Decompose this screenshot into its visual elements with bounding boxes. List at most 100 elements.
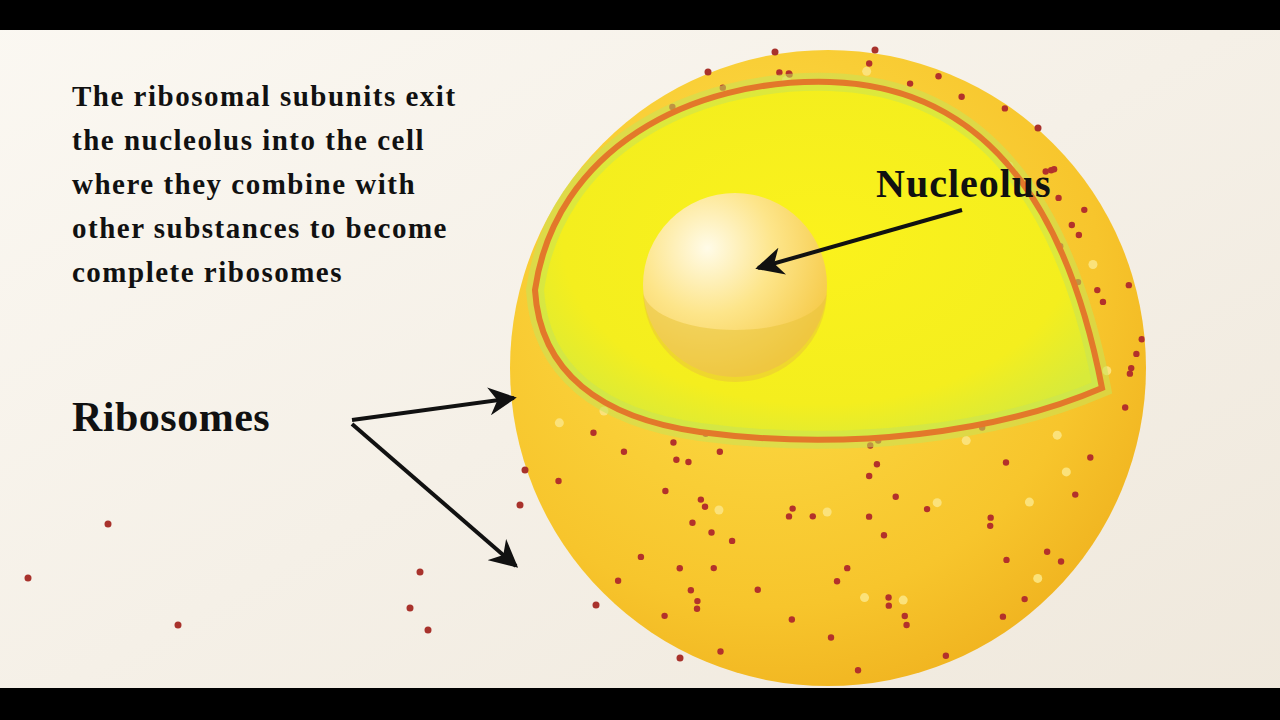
ribosome-dot	[615, 578, 621, 584]
vesicle-dot	[823, 508, 832, 517]
ribosome-dot	[987, 514, 993, 520]
ribosome-dot	[1072, 491, 1078, 497]
ribosome-dot	[1122, 404, 1128, 410]
ribosome-dot	[175, 622, 182, 629]
leader-arrow	[352, 424, 516, 566]
ribosome-dot	[661, 613, 667, 619]
ribosome-dot	[708, 529, 714, 535]
ribosome-dot	[1076, 232, 1082, 238]
ribosome-dot	[1044, 549, 1050, 555]
ribosome-dot	[711, 565, 717, 571]
nucleus-cutaway	[535, 82, 1102, 440]
vesicle-dot	[1025, 498, 1034, 507]
cell-body	[510, 50, 1146, 686]
ribosome-dot	[855, 667, 861, 673]
ribosome-dot	[717, 449, 723, 455]
ribosome-dot	[907, 80, 913, 86]
vesicle-dot	[962, 436, 971, 445]
ribosome-dot	[1003, 557, 1009, 563]
ribosome-dot	[1127, 370, 1133, 376]
ribosome-dot	[755, 587, 761, 593]
ribosome-dot	[872, 47, 879, 54]
ribosome-dot	[1055, 195, 1061, 201]
ribosome-dot	[828, 634, 834, 640]
vesicle-dot	[1088, 260, 1097, 269]
ribosome-dot	[1000, 613, 1006, 619]
ribosome-dot	[1139, 336, 1145, 342]
vesicle-dot	[1053, 431, 1062, 440]
ribosome-dot	[1003, 459, 1009, 465]
ribosome-dot	[662, 488, 668, 494]
ribosome-dot	[866, 513, 872, 519]
ribosome-dot	[694, 598, 700, 604]
ribosome-dot	[555, 478, 561, 484]
ribosome-dot	[924, 506, 930, 512]
vesicle-dot	[714, 506, 723, 515]
ribosome-dot	[689, 520, 695, 526]
ribosome-dot	[407, 605, 414, 612]
ribosome-dot	[590, 430, 596, 436]
ribosome-dot	[25, 575, 32, 582]
vesicle-dot	[1062, 467, 1071, 476]
ribosome-dot	[694, 606, 700, 612]
ribosome-dot	[789, 505, 795, 511]
ribosome-dot	[593, 602, 600, 609]
ribosome-dot	[1058, 558, 1064, 564]
ribosome-dot	[844, 565, 850, 571]
ribosome-dot	[698, 496, 704, 502]
ribosome-dot	[789, 616, 795, 622]
ribosome-dot	[1051, 166, 1057, 172]
ribosome-dot	[417, 569, 424, 576]
part-label: Nucleolus	[876, 160, 1052, 208]
ribosome-dot	[1021, 596, 1027, 602]
ribosome-dot	[425, 627, 432, 634]
ribosome-dot	[1126, 282, 1132, 288]
ribosome-dot	[1002, 105, 1008, 111]
nucleolus-shade	[643, 290, 827, 382]
ribosome-dot	[670, 439, 676, 445]
vesicle-dot	[899, 596, 908, 605]
vesicle-dot	[862, 67, 871, 76]
ribosome-dot	[903, 622, 909, 628]
leader-arrow	[352, 398, 514, 420]
ribosome-dot	[1087, 454, 1093, 460]
ribosome-dot	[105, 521, 112, 528]
ribosome-dot	[772, 49, 779, 56]
ribosome-dot	[702, 503, 708, 509]
ribosome-dot	[621, 448, 627, 454]
ribosome-dot	[866, 473, 872, 479]
ribosome-dot	[987, 523, 993, 529]
ribosome-dot	[688, 587, 694, 593]
top-bar	[0, 0, 1280, 30]
ribosome-dot	[677, 655, 684, 662]
ribosome-dot	[943, 653, 949, 659]
ribosome-dot	[638, 554, 644, 560]
ribosome-dot	[677, 565, 683, 571]
ribosome-dot	[517, 502, 524, 509]
ribosome-dot	[1100, 299, 1106, 305]
ribosome-dot	[866, 60, 872, 66]
ribosome-dot	[673, 457, 679, 463]
ribosome-dot	[902, 613, 908, 619]
ribosome-dot	[1035, 125, 1042, 132]
ribosome-dot	[886, 602, 892, 608]
ribosome-dot	[522, 467, 529, 474]
ribosome-dot	[881, 532, 887, 538]
ribosome-dot	[786, 513, 792, 519]
ribosome-dot	[717, 648, 723, 654]
ribosome-dot	[893, 494, 899, 500]
bottom-bar	[0, 688, 1280, 720]
ribosome-dot	[1094, 287, 1100, 293]
description-note: The ribosomal subunits exit the nucleolu…	[72, 74, 492, 294]
part-label: Ribosomes	[72, 392, 270, 442]
ribosome-dot	[885, 594, 891, 600]
ribosome-dot	[1133, 351, 1139, 357]
ribosome-dot	[1081, 207, 1087, 213]
vesicle-dot	[860, 593, 869, 602]
ribosome-dot	[958, 94, 964, 100]
ribosome-dot	[705, 69, 712, 76]
ribosome-dot	[810, 513, 816, 519]
vesicle-dot	[933, 498, 942, 507]
ribosome-dot	[834, 578, 840, 584]
